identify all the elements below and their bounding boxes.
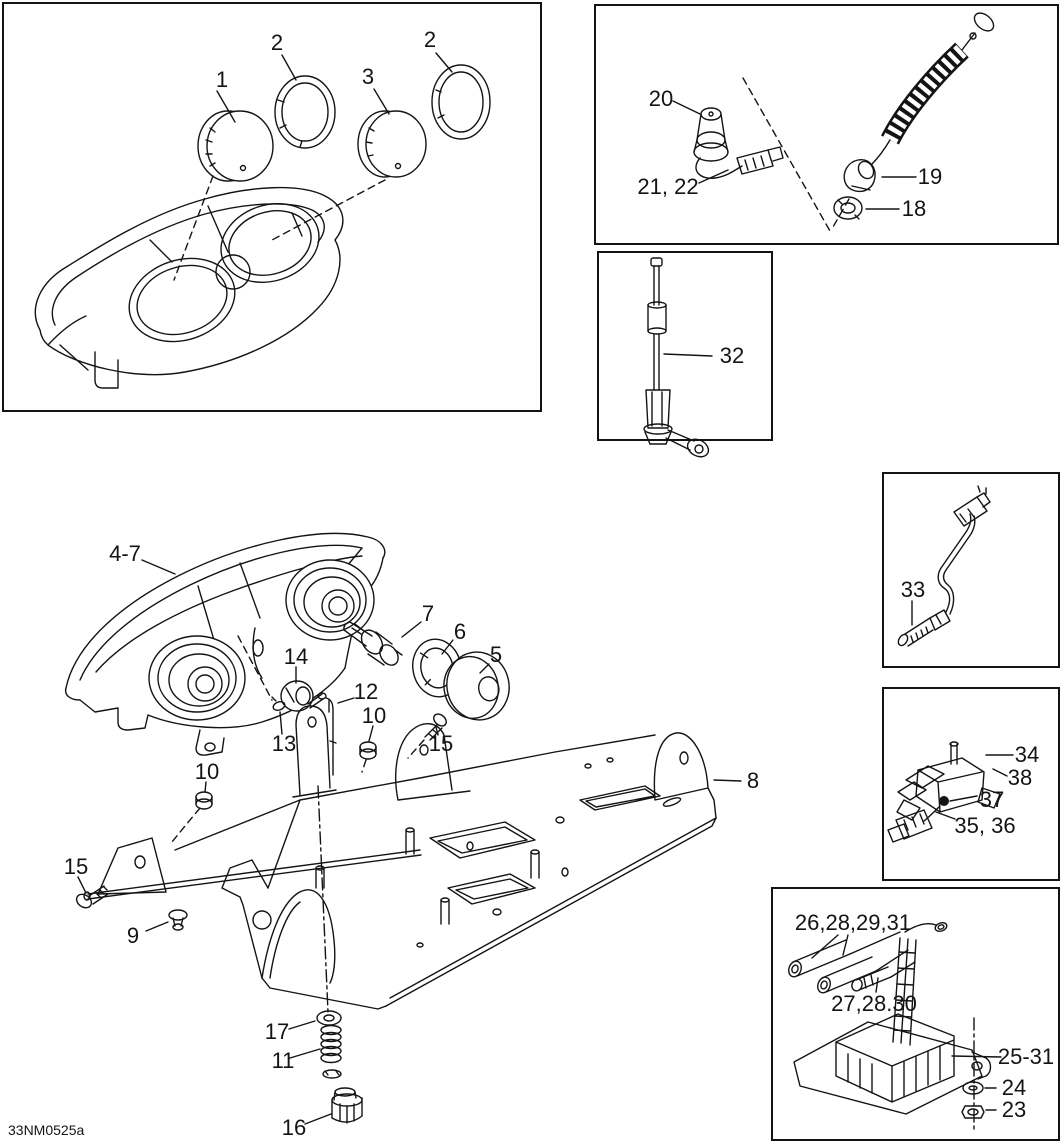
adjuster-and-rod-drawing (271, 666, 471, 801)
part-label-12: 12 (353, 679, 379, 704)
part-label-17: 17 (264, 1019, 290, 1044)
part-label-24: 24 (1001, 1075, 1027, 1100)
part-label-2-left: 2 (270, 30, 284, 55)
part-label-35-36: 35, 36 (954, 813, 1016, 838)
base-plate-drawing (75, 705, 742, 1013)
part-label-2-right: 2 (423, 27, 437, 52)
ignition-switch-drawing (672, 12, 995, 232)
part-label-26-28-29-31: 26,28,29,31 (794, 910, 912, 935)
regulator-drawing (788, 922, 1002, 1131)
sensor-32-drawing (643, 257, 713, 458)
sensor-33-drawing (897, 485, 991, 647)
switch-assembly-drawing (887, 741, 1014, 843)
part-label-6: 6 (453, 619, 467, 644)
part-label-16: 16 (281, 1115, 307, 1140)
part-label-8: 8 (746, 768, 760, 793)
part-label-11: 11 (271, 1048, 295, 1073)
part-label-25-31: 25-31 (997, 1044, 1055, 1069)
part-label-15-upper: 15 (428, 731, 454, 756)
part-label-13: 13 (271, 731, 297, 756)
part-label-4-7: 4-7 (109, 541, 141, 566)
part-label-5: 5 (489, 642, 503, 667)
headlight-housing-drawing (64, 532, 386, 756)
part-label-15-lower: 15 (63, 854, 89, 879)
spring-stack-drawing (288, 1010, 363, 1125)
part-label-19: 19 (917, 164, 943, 189)
part-label-10-lower: 10 (194, 759, 220, 784)
part-label-23: 23 (1001, 1097, 1027, 1122)
part-label-7: 7 (421, 601, 435, 626)
part-label-18: 18 (901, 196, 927, 221)
part-label-20: 20 (648, 86, 674, 111)
part-label-14: 14 (283, 644, 309, 669)
part-label-38: 38 (1007, 765, 1033, 790)
part-label-34: 34 (1014, 742, 1040, 767)
part-label-32: 32 (719, 343, 745, 368)
part-label-9: 9 (126, 923, 140, 948)
bulb-and-caps-drawing (343, 621, 510, 721)
part-label-10-upper: 10 (361, 703, 387, 728)
part-label-3: 3 (361, 64, 375, 89)
gauge-housing-drawing (34, 52, 491, 389)
part-label-1: 1 (215, 67, 229, 92)
part-label-27-28-30: 27,28.30 (831, 991, 917, 1016)
part-label-21-22: 21, 22 (637, 174, 699, 199)
part-label-37: 37 (979, 787, 1005, 812)
figure-code: 33NM0525a (8, 1122, 85, 1138)
part-label-33: 33 (900, 577, 926, 602)
